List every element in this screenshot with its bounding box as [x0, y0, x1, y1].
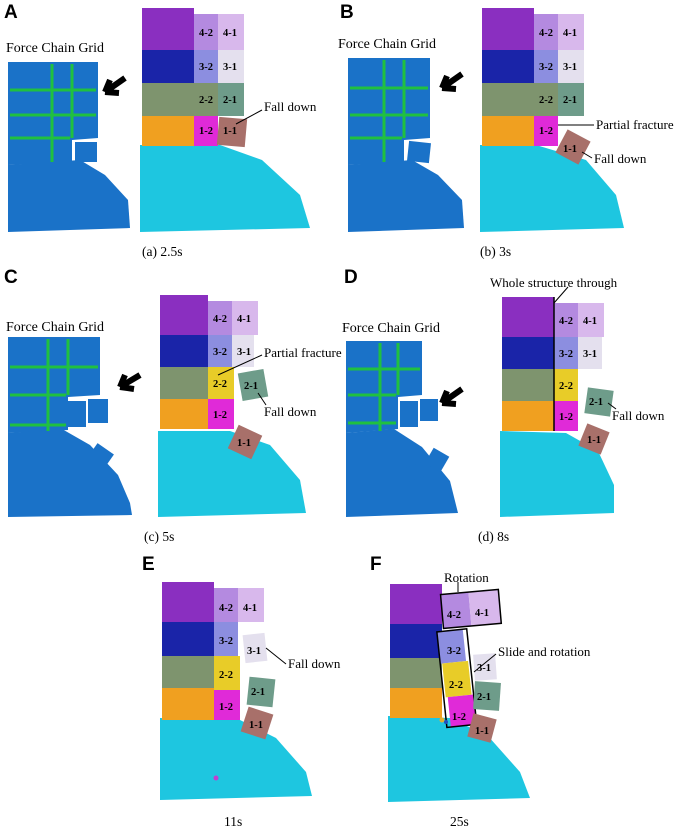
annotation-slide-rotation-f: Slide and rotation [498, 644, 591, 659]
panel-letter-f: F [370, 554, 382, 575]
svg-text:2-2: 2-2 [449, 680, 463, 691]
slope-column-e: 4-2 4-1 3-2 3-1 2-2 2-1 1-2 1-1 [160, 582, 312, 800]
svg-text:2-2: 2-2 [199, 95, 213, 106]
svg-text:2-2: 2-2 [559, 381, 573, 392]
annotation-whole-structure-d: Whole structure through [490, 275, 618, 290]
panel-letter-c: C [4, 267, 18, 288]
annotation-a: Fall down [235, 99, 317, 125]
annotation-fall-down-b: Fall down [594, 151, 647, 166]
caption-a: (a) 2.5s [142, 244, 183, 259]
annotations-b: Partial fracture Fall down [558, 117, 674, 166]
svg-text:4-1: 4-1 [563, 28, 577, 39]
svg-text:4-2: 4-2 [447, 610, 461, 621]
force-chain-label-c: Force Chain Grid [6, 320, 104, 335]
slope-column-a: 4-2 4-1 3-2 3-1 2-2 2-1 1-2 1-1 [140, 8, 310, 232]
svg-text:2-1: 2-1 [589, 397, 603, 408]
caption-f: 25s [450, 814, 469, 829]
svg-text:3-1: 3-1 [247, 646, 261, 657]
svg-text:1-1: 1-1 [223, 126, 237, 137]
caption-d: (d) 8s [478, 529, 510, 544]
force-chain-grid-a: Force Chain Grid [6, 41, 130, 232]
svg-text:4-2: 4-2 [213, 314, 227, 325]
svg-text:2-1: 2-1 [563, 95, 577, 106]
svg-text:1-1: 1-1 [587, 435, 601, 446]
annotations-c: Partial fracture Fall down [217, 345, 342, 419]
svg-text:4-2: 4-2 [219, 603, 233, 614]
svg-text:1-1: 1-1 [563, 144, 577, 155]
svg-text:4-1: 4-1 [237, 314, 251, 325]
svg-text:1-2: 1-2 [539, 126, 553, 137]
svg-text:1-1: 1-1 [237, 438, 251, 449]
panel-c: C Force Chain Grid [0, 267, 346, 550]
annotations-f: Rotation Slide and rotation [444, 570, 591, 673]
slope-column-d: 4-2 4-1 3-2 3-1 2-2 2-1 1-2 1-1 [500, 297, 614, 517]
annotation-rotation-f: Rotation [444, 570, 489, 585]
svg-text:4-1: 4-1 [475, 608, 489, 619]
svg-text:4-2: 4-2 [559, 316, 573, 327]
annotations-d: Whole structure through Fall down [490, 275, 665, 423]
svg-text:2-1: 2-1 [223, 95, 237, 106]
panel-letter-d: D [344, 267, 358, 288]
panel-b: B Force Chain Grid [338, 0, 692, 270]
svg-text:1-2: 1-2 [213, 410, 227, 421]
svg-text:3-2: 3-2 [447, 646, 461, 657]
annotation-fall-down-d: Fall down [612, 408, 665, 423]
svg-text:3-1: 3-1 [223, 62, 237, 73]
panel-e: E 4-2 4-1 3-2 3-1 2-2 2-1 1-2 1-1 Fall down [140, 550, 350, 832]
svg-text:3-1: 3-1 [477, 663, 491, 674]
force-chain-grid-c: Force Chain Grid [6, 320, 142, 517]
svg-text:3-2: 3-2 [199, 62, 213, 73]
annotation-partial-fracture-c: Partial fracture [264, 345, 342, 360]
svg-text:4-2: 4-2 [199, 28, 213, 39]
force-chain-label-a: Force Chain Grid [6, 41, 104, 56]
svg-text:2-1: 2-1 [251, 687, 265, 698]
svg-text:3-2: 3-2 [213, 347, 227, 358]
force-chain-label-d: Force Chain Grid [342, 321, 440, 336]
panel-f: F 4-2 4-1 3-2 3-1 [370, 550, 692, 832]
panel-letter-b: B [340, 2, 354, 23]
force-chain-grid-b: Force Chain Grid [338, 37, 464, 232]
force-chain-grid-d: Force Chain Grid [342, 321, 464, 517]
svg-text:4-1: 4-1 [583, 316, 597, 327]
svg-text:4-1: 4-1 [243, 603, 257, 614]
panel-letter-e: E [142, 554, 155, 575]
caption-c: (c) 5s [144, 529, 175, 544]
panel-a: A Force Chain Grid [0, 0, 346, 270]
svg-text:3-1: 3-1 [237, 347, 251, 358]
annotation-e: Fall down [265, 647, 341, 671]
svg-text:1-2: 1-2 [559, 412, 573, 423]
svg-text:2-1: 2-1 [244, 381, 258, 392]
slope-column-f: 4-2 4-1 3-2 3-1 2-2 2-1 1-2 1-1 [388, 584, 530, 802]
svg-text:1-2: 1-2 [199, 126, 213, 137]
caption-e: 11s [224, 814, 243, 829]
caption-b: (b) 3s [480, 244, 512, 259]
svg-text:1-1: 1-1 [475, 726, 489, 737]
svg-text:2-1: 2-1 [477, 692, 491, 703]
svg-text:4-1: 4-1 [223, 28, 237, 39]
svg-text:1-2: 1-2 [452, 712, 466, 723]
svg-text:3-2: 3-2 [219, 636, 233, 647]
svg-text:2-2: 2-2 [539, 95, 553, 106]
slope-column-c: 4-2 4-1 3-2 3-1 2-2 2-1 1-2 1-1 [158, 295, 306, 517]
svg-text:3-2: 3-2 [559, 349, 573, 360]
svg-text:2-2: 2-2 [219, 670, 233, 681]
annotation-partial-fracture-b: Partial fracture [596, 117, 674, 132]
svg-text:4-2: 4-2 [539, 28, 553, 39]
svg-text:1-2: 1-2 [219, 702, 233, 713]
force-chain-label-b: Force Chain Grid [338, 37, 436, 52]
annotation-fall-down-c: Fall down [264, 404, 317, 419]
annotation-fall-down-e: Fall down [288, 656, 341, 671]
svg-text:3-2: 3-2 [539, 62, 553, 73]
svg-text:3-1: 3-1 [563, 62, 577, 73]
svg-text:1-1: 1-1 [249, 720, 263, 731]
annotation-fall-down-a: Fall down [264, 99, 317, 114]
panel-d: D Force Chain Grid [342, 267, 692, 550]
svg-text:2-2: 2-2 [213, 379, 227, 390]
panel-letter-a: A [4, 2, 18, 23]
slope-column-b: 4-2 4-1 3-2 3-1 2-2 2-1 1-2 1-1 [480, 8, 624, 232]
svg-text:3-1: 3-1 [583, 349, 597, 360]
